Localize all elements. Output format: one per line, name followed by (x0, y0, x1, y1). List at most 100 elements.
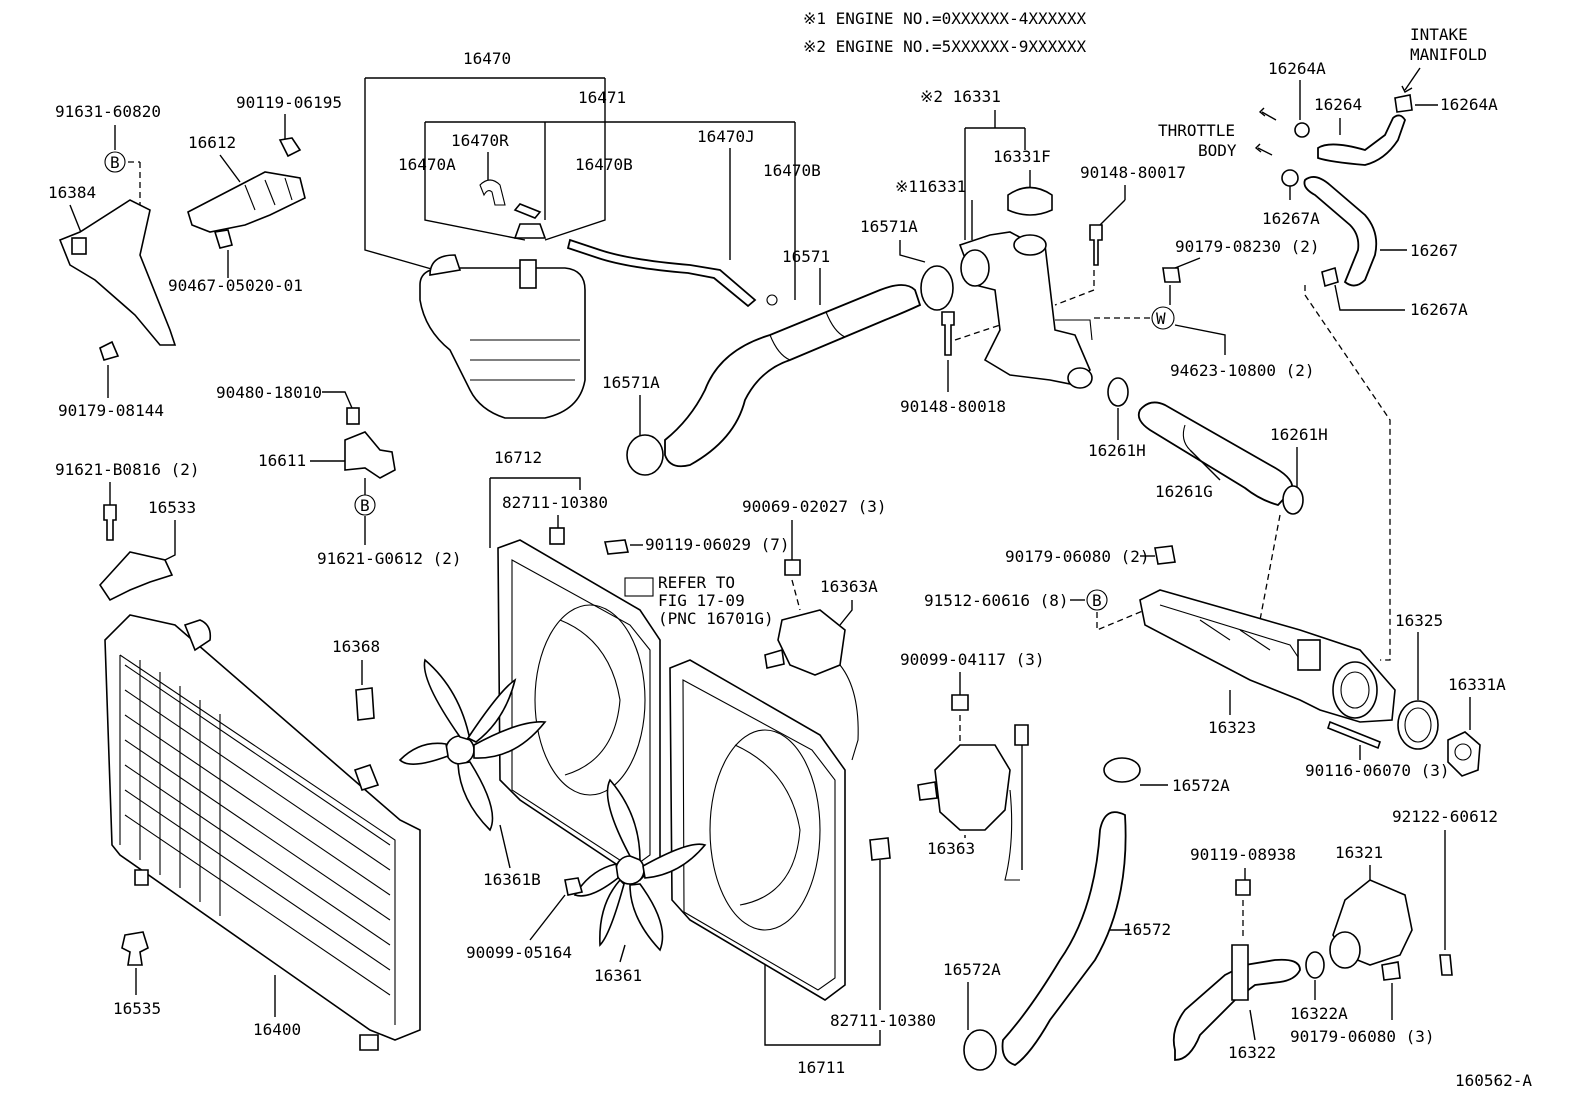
reservoir-tank-group: 16470 16471 16470R 16470A 16470B 16470J … (364, 49, 821, 419)
label-16267A-1: 16267A (1262, 209, 1320, 228)
radiator-group: 16400 16535 16368 (104, 614, 421, 1051)
label-16323: 16323 (1208, 718, 1256, 737)
inlet-pipe-group: 90119-08938 16322 16322A 16321 92122-606… (1172, 807, 1498, 1062)
label-16400: 16400 (253, 1020, 301, 1039)
label-16267: 16267 (1410, 241, 1458, 260)
reservoir-tank (419, 267, 586, 419)
label-16384: 16384 (48, 183, 96, 202)
label-16572A-2: 16572A (943, 960, 1001, 979)
upper-hose-group: 16571 16571A 16571A (602, 217, 954, 476)
hose-16264 (1317, 114, 1406, 166)
label-16322A: 16322A (1290, 1004, 1348, 1023)
bracket-16384 (58, 199, 177, 346)
label-16711: 16711 (797, 1058, 845, 1077)
drain-cock-16535 (121, 931, 149, 966)
clamp-16261H-1 (1107, 377, 1129, 407)
overflow-hose (566, 238, 757, 308)
label-16535: 16535 (113, 999, 161, 1018)
fan-16361B (398, 658, 547, 832)
circle-b-1: B (110, 153, 120, 172)
label-manifold: MANIFOLD (1410, 45, 1487, 64)
label-16331A: 16331A (1448, 675, 1506, 694)
label-16321: 16321 (1335, 843, 1383, 862)
thermostat-group: 90179-06080 (2) 91512-60616 (8) B 16323 … (924, 545, 1506, 780)
label-16261H-2: 16261H (1270, 425, 1328, 444)
radiator-cap-16331F (1007, 186, 1053, 216)
label-16471: 16471 (578, 88, 626, 107)
label-16322: 16322 (1228, 1043, 1276, 1062)
clamp-16572A-2 (963, 1029, 997, 1071)
bracket-16611 (344, 431, 396, 479)
fan-motor-16363A (777, 609, 846, 676)
clamp-16571A-2 (626, 434, 664, 476)
thermostat-16331A (1447, 731, 1481, 777)
lower-hose-16572 (1001, 811, 1127, 1066)
bracket-16612 (187, 171, 306, 233)
label-91621-B0816: 91621-B0816 (2) (55, 460, 200, 479)
label-16331F: 16331F (993, 147, 1051, 166)
water-outlet-group: ※2 16331 16331F ※116331 90148-80017 9014… (895, 87, 1320, 416)
diagram-id: 160562-A (1455, 1071, 1532, 1090)
label-16612: 16612 (188, 133, 236, 152)
label-16470R: 16470R (451, 131, 509, 150)
label-16331-note2: ※2 16331 (920, 87, 1001, 106)
label-16470: 16470 (463, 49, 511, 68)
label-82711-bottom: 82711-10380 (830, 1011, 936, 1030)
label-91512-60616: 91512-60616 (8) (924, 591, 1069, 610)
label-16533: 16533 (148, 498, 196, 517)
label-16572: 16572 (1123, 920, 1171, 939)
circle-b-3: B (1092, 591, 1102, 610)
clamp-16571A-1 (920, 265, 954, 311)
circle-b-2: B (360, 496, 370, 515)
upper-hose-16571 (664, 284, 922, 468)
label-body: BODY (1198, 141, 1237, 160)
label-90179-06080-3: 90179-06080 (3) (1290, 1027, 1435, 1046)
label-90179-08230: 90179-08230 (2) (1175, 237, 1320, 256)
label-16264A-1: 16264A (1268, 59, 1326, 78)
hose-16267 (1303, 176, 1378, 287)
label-16361B: 16361B (483, 870, 541, 889)
engine-note-1: ※1 ENGINE NO.=0XXXXXX-4XXXXXX (803, 9, 1086, 28)
radiator-16400 (104, 614, 421, 1041)
label-16712: 16712 (494, 448, 542, 467)
label-16361: 16361 (594, 966, 642, 985)
label-90099-05164: 90099-05164 (466, 943, 572, 962)
label-116331: ※116331 (895, 177, 966, 196)
motor-16363-group: 90099-04117 (3) 16363 (900, 650, 1045, 881)
label-16470J: 16470J (697, 127, 755, 146)
label-16363: 16363 (927, 839, 975, 858)
label-refer-3: (PNC 16701G) (658, 609, 774, 628)
label-90119-06029: 90119-06029 (7) (645, 535, 790, 554)
label-90467-05020-01: 90467-05020-01 (168, 276, 303, 295)
label-90119-06195: 90119-06195 (236, 93, 342, 112)
fan-motor-16363 (934, 744, 1011, 831)
gasket-16322A (1305, 951, 1325, 979)
label-16264: 16264 (1314, 95, 1362, 114)
label-90148-80018: 90148-80018 (900, 397, 1006, 416)
circle-w: W (1156, 309, 1166, 328)
part-16368 (355, 687, 375, 721)
label-90099-04117: 90099-04117 (3) (900, 650, 1045, 669)
fan-16361 (573, 778, 707, 952)
label-16264A-2: 16264A (1440, 95, 1498, 114)
label-16368: 16368 (332, 637, 380, 656)
label-82711-top: 82711-10380 (502, 493, 608, 512)
label-refer-1: REFER TO (658, 573, 735, 592)
label-throttle: THROTTLE (1158, 121, 1235, 140)
label-91621-G0612: 91621-G0612 (2) (317, 549, 462, 568)
label-16261H-1: 16261H (1088, 441, 1146, 460)
label-91631-60820: 91631-60820 (55, 102, 161, 121)
label-90069-02027: 90069-02027 (3) (742, 497, 887, 516)
bracket-16533 (98, 551, 174, 602)
label-16325: 16325 (1395, 611, 1443, 630)
label-90480-18010: 90480-18010 (216, 383, 322, 402)
gasket-16325 (1397, 700, 1439, 750)
label-16261G: 16261G (1155, 482, 1213, 501)
fan-shroud-group: 16712 82711-10380 90119-06029 (7) REFER … (398, 448, 936, 1077)
label-16470B-2: 16470B (763, 161, 821, 180)
label-90148-80017: 90148-80017 (1080, 163, 1186, 182)
label-16267A-2: 16267A (1410, 300, 1468, 319)
label-16571: 16571 (782, 247, 830, 266)
label-92122-60612: 92122-60612 (1392, 807, 1498, 826)
label-94623-10800: 94623-10800 (2) (1170, 361, 1315, 380)
